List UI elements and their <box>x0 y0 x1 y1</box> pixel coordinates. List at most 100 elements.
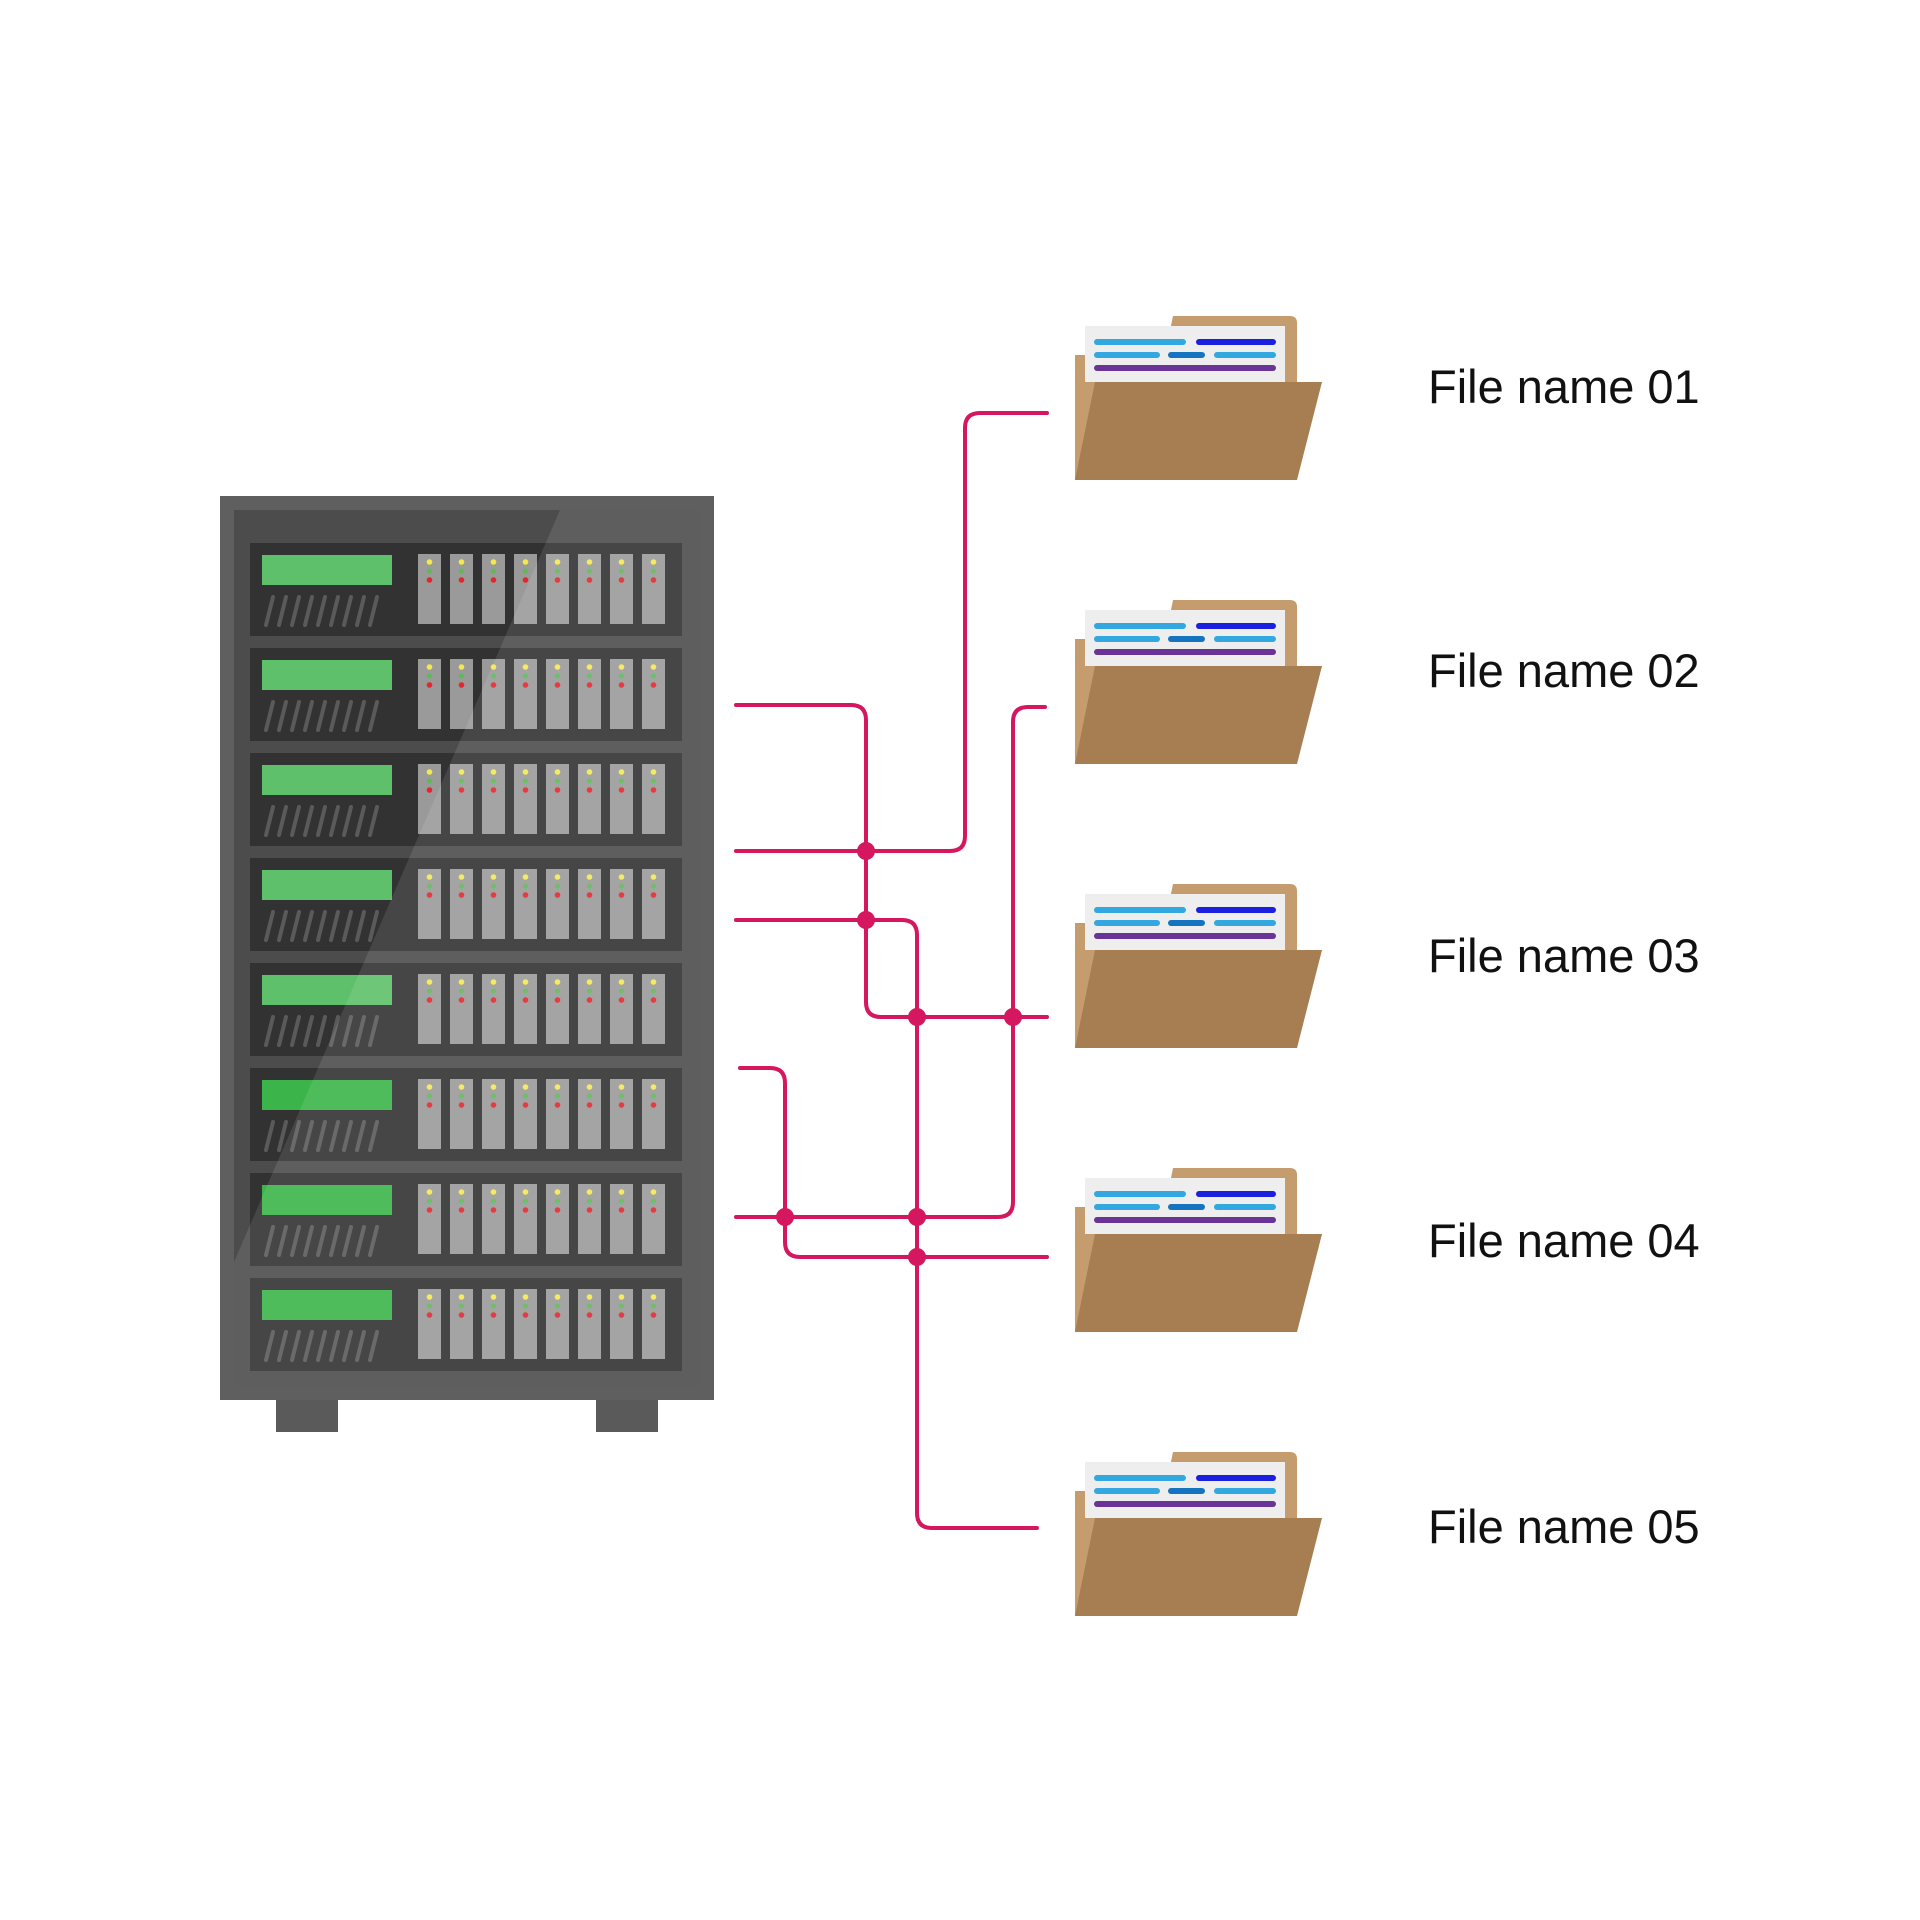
drive-led-green <box>458 1198 465 1204</box>
doc-line <box>1094 1191 1186 1197</box>
drive-led-red <box>554 892 561 898</box>
doc-line <box>1094 1475 1186 1481</box>
connection-lines <box>734 411 1049 1530</box>
doc-line <box>1214 1204 1276 1210</box>
drive-led-green <box>426 1198 433 1204</box>
drive-bay <box>450 1184 473 1254</box>
drive-led-green <box>618 778 625 784</box>
drive-led-yellow <box>618 1189 625 1195</box>
server-vent-slot <box>264 700 275 732</box>
drive-led-green <box>650 883 657 889</box>
server-vent-slot <box>355 1015 366 1047</box>
drive-led-red <box>586 577 593 583</box>
junction-dot <box>857 911 875 929</box>
drive-led-yellow <box>586 1189 593 1195</box>
drive-led-red <box>426 892 433 898</box>
drive-bay <box>482 869 505 939</box>
server-vent-slot <box>368 1225 379 1257</box>
drive-led-yellow <box>586 559 593 565</box>
server-vent-slot <box>342 1015 353 1047</box>
server-lcd <box>262 1185 392 1215</box>
drive-bay <box>418 1184 441 1254</box>
drive-bay <box>546 974 569 1044</box>
drive-led-green <box>458 883 465 889</box>
junction-dot <box>776 1208 794 1226</box>
server-vent-slot <box>329 805 340 837</box>
drive-bay <box>482 554 505 624</box>
drive-led-green <box>650 988 657 994</box>
drive-led-green <box>426 673 433 679</box>
junction-dot <box>908 1008 926 1026</box>
drive-led-yellow <box>490 979 497 985</box>
server-vent-slot <box>290 700 301 732</box>
drive-led-green <box>458 568 465 574</box>
drive-led-yellow <box>426 769 433 775</box>
drive-led-green <box>426 1093 433 1099</box>
connection-line <box>738 1066 1049 1259</box>
drive-led-yellow <box>426 979 433 985</box>
drive-led-yellow <box>650 664 657 670</box>
doc-line <box>1168 1488 1205 1494</box>
drive-bay <box>514 1079 537 1149</box>
server-vent-slot <box>277 1225 288 1257</box>
drive-led-yellow <box>426 874 433 880</box>
drive-led-red <box>554 997 561 1003</box>
drive-led-red <box>522 787 529 793</box>
drive-led-green <box>586 568 593 574</box>
drive-led-green <box>650 673 657 679</box>
doc-line <box>1094 1204 1160 1210</box>
server-lcd <box>262 1080 392 1110</box>
doc-line <box>1094 933 1276 939</box>
drive-led-green <box>586 673 593 679</box>
server-vent-slot <box>316 1225 327 1257</box>
drive-bay <box>578 554 601 624</box>
connection-line <box>734 411 1049 853</box>
server-unit <box>250 543 682 636</box>
drive-led-green <box>554 988 561 994</box>
drive-led-red <box>522 682 529 688</box>
drive-led-yellow <box>426 1084 433 1090</box>
drive-led-red <box>650 577 657 583</box>
folder-icon <box>1075 1452 1322 1616</box>
drive-led-yellow <box>458 1084 465 1090</box>
server-vent-slot <box>368 1015 379 1047</box>
server-vent-slot <box>329 1225 340 1257</box>
server-vent-slot <box>290 910 301 942</box>
drive-led-red <box>458 1312 465 1318</box>
drive-led-yellow <box>554 664 561 670</box>
drive-led-yellow <box>554 559 561 565</box>
drive-led-yellow <box>618 559 625 565</box>
server-vent-slot <box>264 1225 275 1257</box>
server-vent-slot <box>303 1225 314 1257</box>
server-vent-slot <box>277 1015 288 1047</box>
drive-led-red <box>490 1102 497 1108</box>
drive-led-green <box>490 883 497 889</box>
drive-led-green <box>554 1303 561 1309</box>
drive-bay <box>578 869 601 939</box>
drive-led-red <box>490 1312 497 1318</box>
drive-led-green <box>490 1093 497 1099</box>
file-label-02: File name 02 <box>1428 644 1700 697</box>
drive-led-yellow <box>554 1294 561 1300</box>
drive-led-red <box>650 892 657 898</box>
junction-dot <box>908 1248 926 1266</box>
connection-line <box>734 703 1049 1019</box>
drive-led-green <box>522 568 529 574</box>
drive-led-green <box>458 1303 465 1309</box>
junction-dot <box>1004 1008 1022 1026</box>
drive-led-yellow <box>522 1189 529 1195</box>
drive-bay <box>578 1289 601 1359</box>
drive-led-yellow <box>458 1189 465 1195</box>
server-vent-slot <box>264 1120 275 1152</box>
drive-led-green <box>426 1303 433 1309</box>
doc-line <box>1214 1488 1276 1494</box>
doc-line <box>1094 907 1186 913</box>
drive-led-green <box>490 1303 497 1309</box>
drive-bay <box>450 554 473 624</box>
drive-bay <box>642 659 665 729</box>
server-vent-slot <box>316 1015 327 1047</box>
drive-led-green <box>586 1198 593 1204</box>
drive-led-red <box>554 1312 561 1318</box>
drive-led-yellow <box>650 1084 657 1090</box>
drive-bay <box>642 1079 665 1149</box>
